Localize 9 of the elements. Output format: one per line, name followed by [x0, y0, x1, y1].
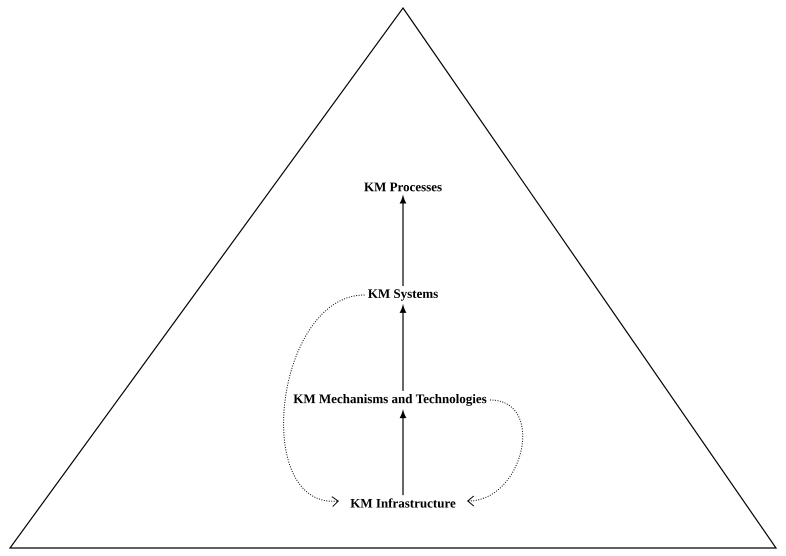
- arrow: [400, 410, 406, 496]
- arrow: [283, 294, 366, 508]
- arrow: [400, 196, 406, 286]
- node-label: KM Processes: [364, 182, 442, 192]
- node-label: KM Infrastructure: [350, 498, 456, 508]
- node-label: KM Mechanisms and Technologies: [294, 394, 486, 406]
- arrow: [466, 400, 524, 506]
- arrow: [400, 306, 406, 391]
- node-label: KM Systems: [368, 289, 438, 301]
